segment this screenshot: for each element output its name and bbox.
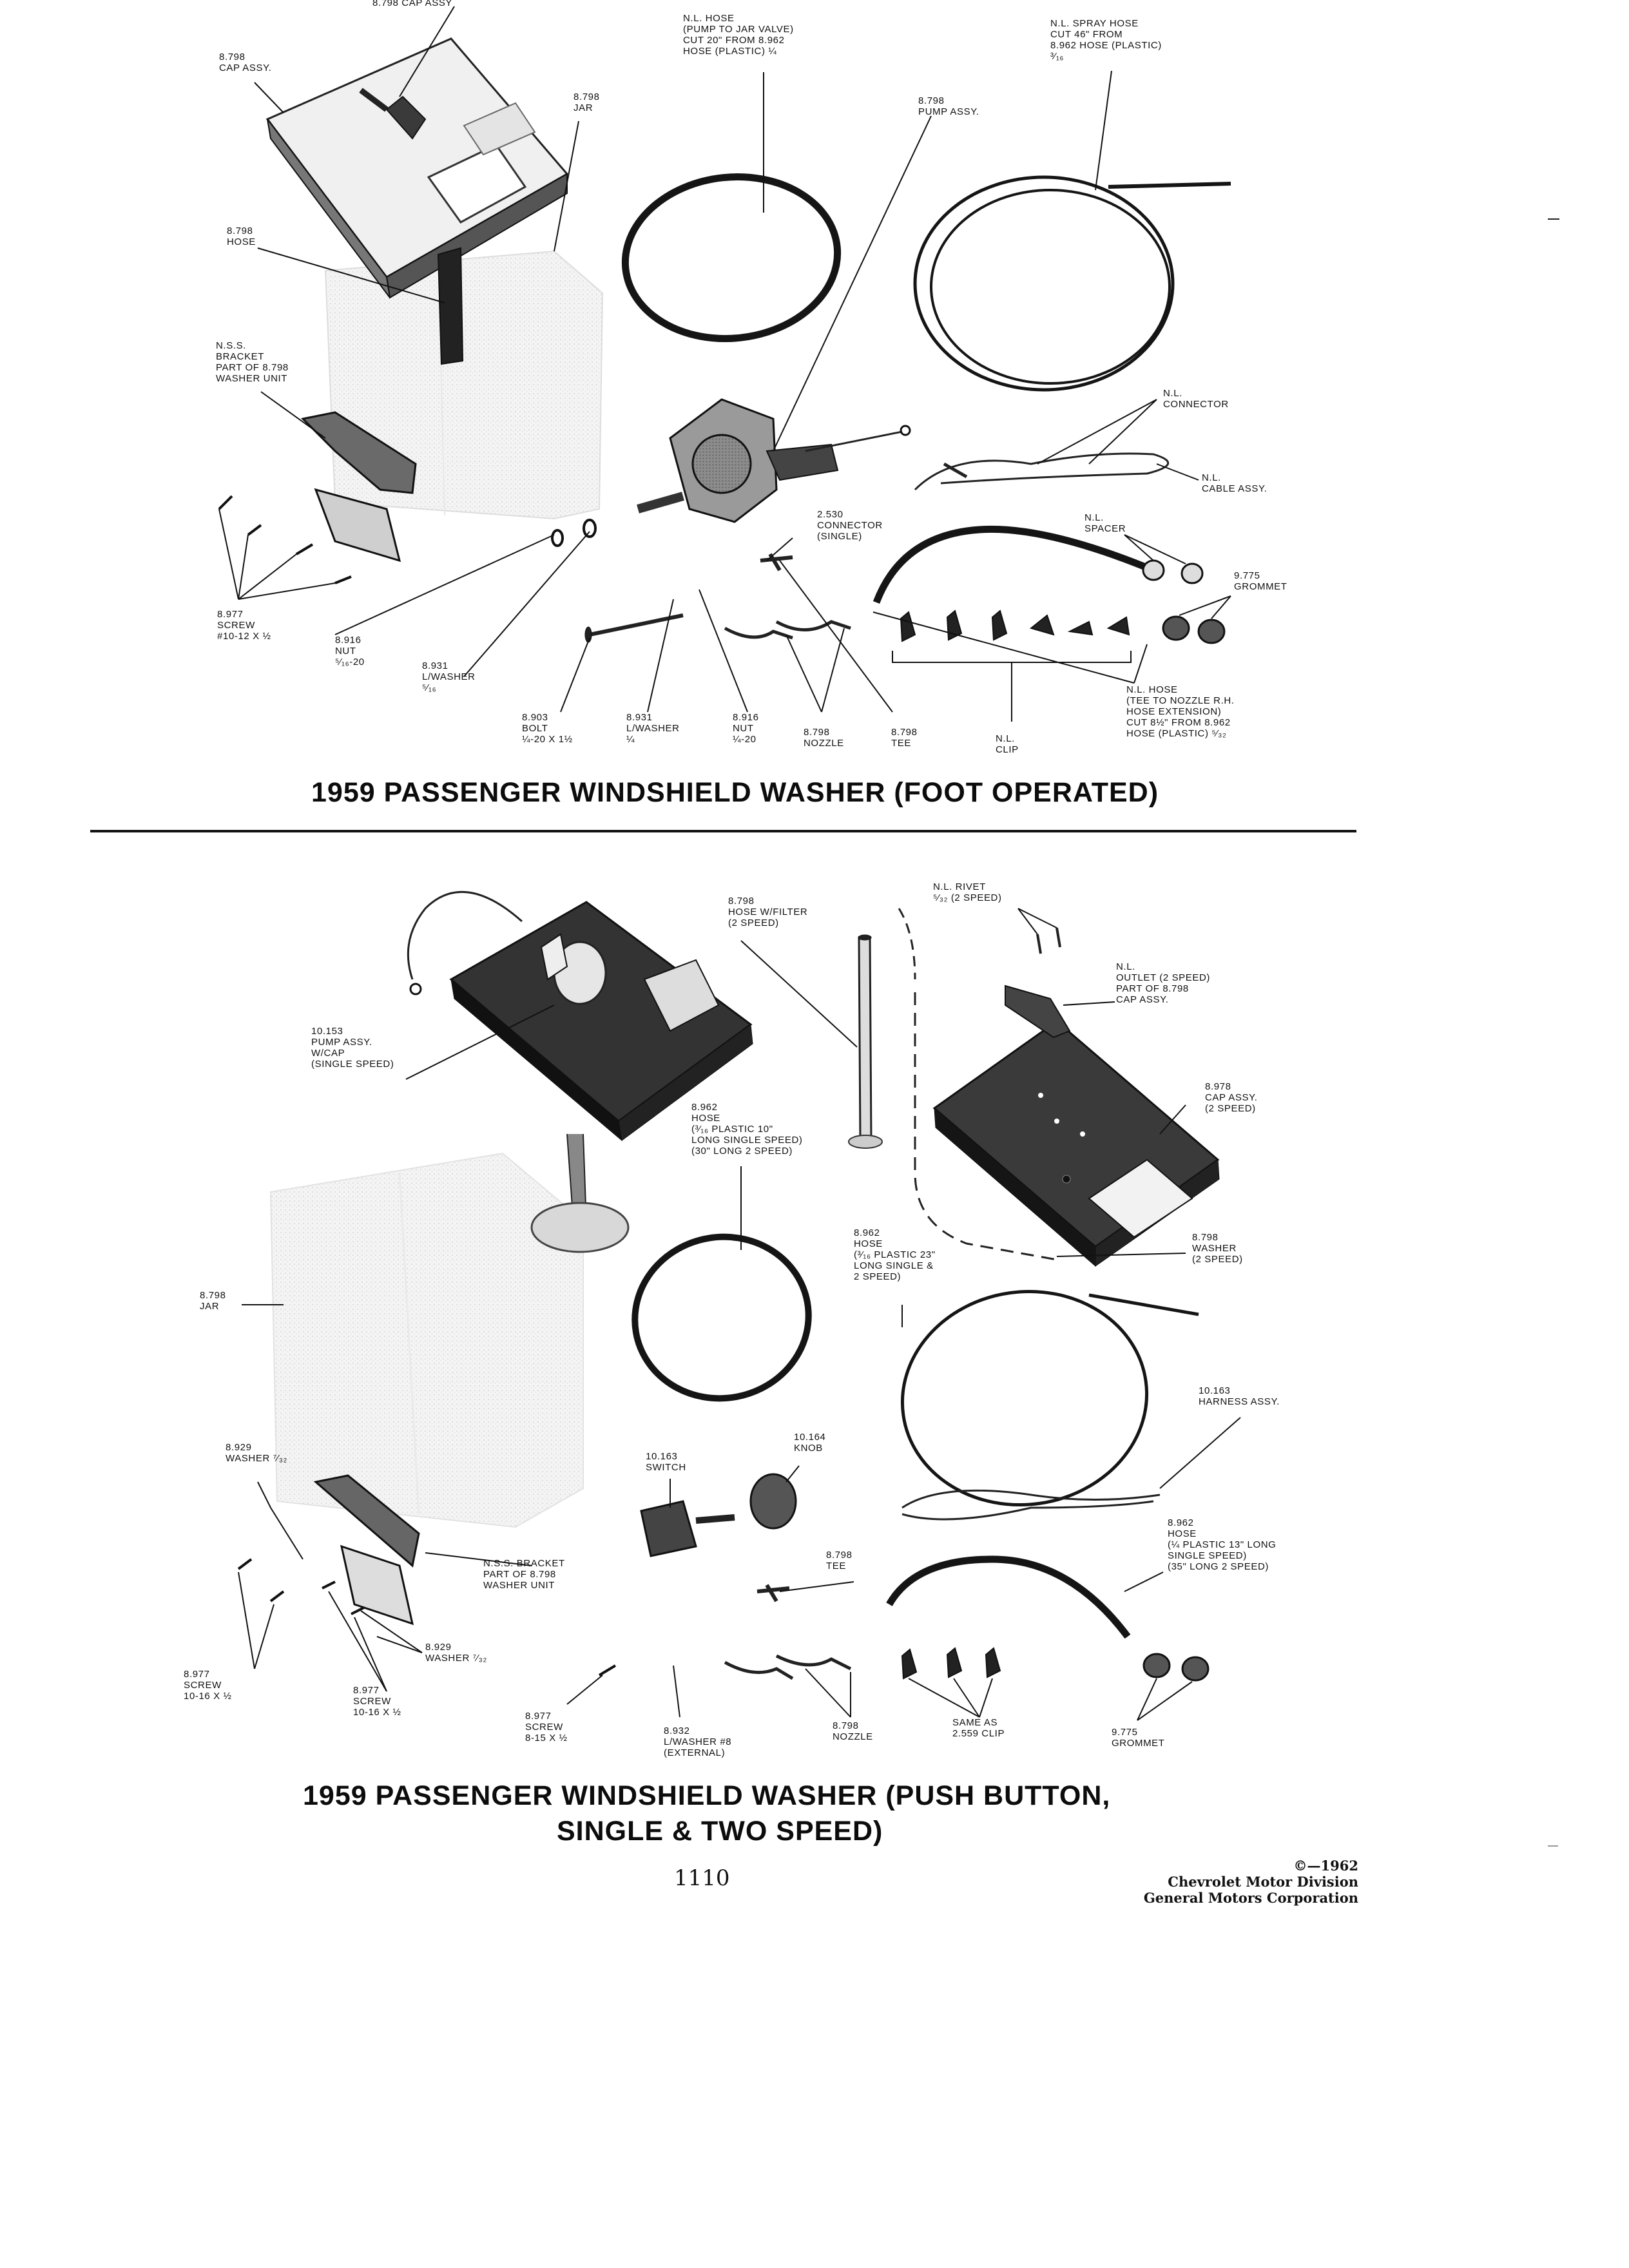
label-cap-assy-2speed: 8.978 CAP ASSY. (2 SPEED) [1205, 1081, 1258, 1114]
label-grommet-bottom: 9.775 GROMMET [1112, 1727, 1165, 1749]
label-hose-pump-jar: N.L. HOSE (PUMP TO JAR VALVE) CUT 20" FR… [683, 13, 794, 57]
top-screws [218, 495, 352, 584]
top-leader-lines [218, 6, 1231, 713]
top-pump-assembly-drawing [637, 398, 911, 523]
label-cap-assy-cut: 8.798 CAP ASSY [372, 0, 453, 8]
label-nut-1-4: 8.916 NUT ¼-20 [733, 712, 759, 745]
label-screw-8: 8.977 SCREW 8-15 x ½ [525, 1711, 568, 1744]
label-cable-assy: N.L. CABLE ASSY. [1202, 472, 1268, 494]
bottom-leader-lines [238, 908, 1241, 1721]
label-hose: 8.798 HOSE [227, 226, 256, 247]
top-bracket-drawing [300, 411, 417, 562]
label-nozzle: 8.798 NOZZLE [804, 727, 844, 749]
label-lwasher-8: 8.932 L/WASHER #8 (EXTERNAL) [664, 1725, 732, 1758]
label-switch: 10.163 SWITCH [646, 1451, 686, 1473]
page-number: 1110 [674, 1865, 730, 1891]
bottom-jar-drawing [269, 1152, 584, 1528]
label-connector-single: 2.530 CONNECTOR (SINGLE) [817, 509, 883, 542]
label-washer-7-32-bottom: 8.929 WASHER ⁷⁄₃₂ [425, 1642, 487, 1664]
copyright-year: ©—1962 [1293, 1858, 1358, 1874]
label-hose-23: 8.962 HOSE (³⁄₁₆ PLASTIC 23" LONG SINGLE… [854, 1227, 936, 1282]
bottom-switch-knob-drawing [640, 1473, 797, 1557]
label-hose-filter: 8.798 HOSE W/FILTER (2 SPEED) [728, 896, 808, 928]
label-bracket: N.S.S. BRACKET PART OF 8.798 WASHER UNIT [216, 340, 289, 384]
label-clip-bottom: SAME AS 2.559 CLIP [952, 1717, 1005, 1739]
label-washer-7-32-top: 8.929 WASHER ⁷⁄₃₂ [226, 1442, 287, 1464]
label-pump-assy: 8.798 PUMP ASSY. [918, 95, 979, 117]
copyright-division: Chevrolet Motor Division [1168, 1874, 1358, 1890]
label-screw: 8.977 SCREW #10-12 x ½ [217, 609, 271, 642]
top-jar-drawing [265, 37, 604, 520]
label-grommet: 9.775 GROMMET [1234, 570, 1287, 592]
label-connector: N.L. CONNECTOR [1163, 388, 1229, 410]
label-harness: 10.163 HARNESS ASSY. [1199, 1385, 1280, 1407]
label-screw-mid: 8.977 SCREW 10-16 x ½ [353, 1685, 401, 1718]
top-diagram-title: 1959 PASSENGER WINDSHIELD WASHER (FOOT O… [311, 777, 1159, 808]
bottom-bracket-drawing [313, 1474, 420, 1626]
top-clips [900, 610, 1130, 642]
bottom-screws [237, 1558, 617, 1677]
label-tee: 8.798 TEE [891, 727, 918, 749]
label-rivet: N.L. RIVET ⁵⁄₃₂ (2 SPEED) [933, 881, 1002, 903]
label-spray-hose: N.L. SPRAY HOSE CUT 46" FROM 8.962 HOSE … [1050, 18, 1162, 62]
bottom-diagram [237, 890, 1241, 1721]
top-diagram [218, 6, 1231, 722]
copyright-corporation: General Motors Corporation [1143, 1890, 1358, 1906]
bottom-pump-drawing [407, 890, 753, 1253]
label-spacer: N.L. SPACER [1084, 512, 1126, 534]
label-outlet: N.L. OUTLET (2 SPEED) PART OF 8.798 CAP … [1116, 961, 1211, 1005]
label-tee-bottom: 8.798 TEE [826, 1550, 853, 1571]
bottom-clips [901, 1647, 1001, 1680]
bottom-diagram-title-line2: SINGLE & TWO SPEED) [557, 1816, 883, 1847]
label-nozzle-hose: N.L. HOSE (TEE TO NOZZLE R.H. HOSE EXTEN… [1126, 684, 1235, 739]
label-nozzle-bottom: 8.798 NOZZLE [833, 1720, 873, 1742]
label-bracket-bottom: N.S.S. BRACKET PART OF 8.798 WASHER UNIT [483, 1558, 565, 1591]
label-clip: N.L. CLIP [996, 733, 1019, 755]
label-hose-13: 8.962 HOSE (¼ PLASTIC 13" LONG SINGLE SP… [1168, 1517, 1277, 1572]
top-pump-hose-loop [621, 173, 842, 343]
label-cap-assy: 8.798 CAP ASSY. [219, 52, 272, 73]
bottom-cap-2speed-drawing [932, 1020, 1220, 1267]
top-spray-hose-loop [913, 175, 1231, 392]
bottom-hose-23-loop [900, 1289, 1199, 1507]
label-screw-left: 8.977 SCREW 10-16 x ½ [184, 1669, 232, 1702]
label-hose-10: 8.962 HOSE (³⁄₁₆ PLASTIC 10" LONG SINGLE… [691, 1102, 803, 1157]
label-washer-2speed: 8.798 WASHER (2 SPEED) [1192, 1232, 1243, 1265]
label-bolt: 8.903 BOLT ¼-20 x 1½ [522, 712, 573, 745]
label-pump-assy-w-cap: 10.153 PUMP ASSY. W/CAP (SINGLE SPEED) [311, 1026, 394, 1070]
label-lwasher-5-16: 8.931 L/WASHER ⁵⁄₁₆ [422, 660, 476, 693]
label-jar-bottom: 8.798 JAR [200, 1290, 226, 1312]
label-knob: 10.164 KNOB [794, 1432, 826, 1454]
bottom-hose-10-loop [631, 1233, 812, 1402]
label-lwasher-1-4: 8.931 L/WASHER ¼ [626, 712, 680, 745]
label-nut-5-16: 8.916 NUT ⁵⁄₁₆-20 [335, 635, 365, 668]
label-jar: 8.798 JAR [574, 91, 600, 113]
bottom-diagram-title-line1: 1959 PASSENGER WINDSHIELD WASHER (PUSH B… [303, 1780, 1111, 1811]
bottom-filter-hose-drawing [848, 908, 1057, 1261]
